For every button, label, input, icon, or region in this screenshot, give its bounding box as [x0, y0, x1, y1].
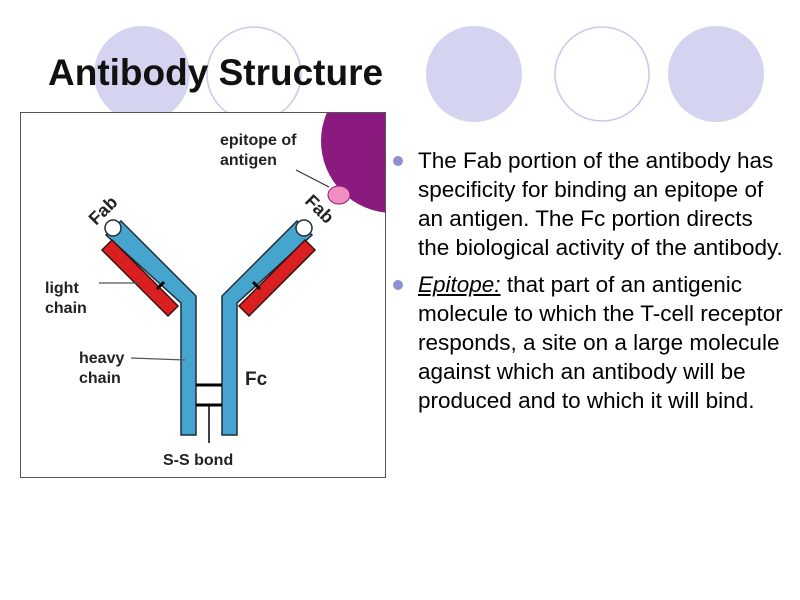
heavy-chain-pointer — [130, 357, 186, 361]
deco-circle — [668, 26, 764, 122]
label-heavy-chain-1: heavy — [79, 350, 124, 367]
label-fc: Fc — [245, 369, 268, 390]
label-light-chain-2: chain — [45, 300, 87, 317]
label-ss-bond: S-S bond — [163, 452, 233, 469]
epitope-term: Epitope: — [418, 272, 501, 297]
light-heavy-bond-right — [251, 280, 262, 291]
bullet-text: that part of an antigenic molecule to wh… — [418, 272, 783, 413]
deco-circle — [554, 26, 650, 122]
bullet-list: The Fab portion of the antibody has spec… — [386, 146, 786, 423]
bullet-item-fab: The Fab portion of the antibody has spec… — [386, 146, 786, 262]
fab-notch-left — [104, 219, 122, 237]
deco-circle — [426, 26, 522, 122]
light-chain-left — [100, 238, 180, 318]
label-heavy-chain-2: chain — [79, 370, 121, 387]
epitope-shape — [327, 185, 351, 205]
light-heavy-bond-left — [155, 280, 166, 291]
decorative-circles — [94, 26, 764, 122]
bullet-text: The Fab portion of the antibody has spec… — [418, 148, 783, 260]
deco-circle — [94, 26, 190, 122]
bullet-item-epitope: Epitope: that part of an antigenic molec… — [386, 270, 786, 415]
bullet-icon — [393, 156, 403, 166]
label-light-chain-1: light — [45, 280, 79, 297]
label-epitope-2: antigen — [220, 152, 277, 169]
heavy-chain-right — [221, 219, 314, 436]
fab-notch-right — [295, 219, 313, 237]
epitope-pointer — [295, 169, 330, 188]
slide-title: Antibody Structure — [48, 52, 384, 93]
antibody-diagram: epitope of antigen Fab Fab light chain h… — [20, 69, 465, 478]
bullet-icon — [393, 280, 403, 290]
label-epitope-1: epitope of — [220, 132, 297, 149]
light-chain-right — [237, 238, 317, 318]
heavy-chain-left — [104, 219, 197, 436]
